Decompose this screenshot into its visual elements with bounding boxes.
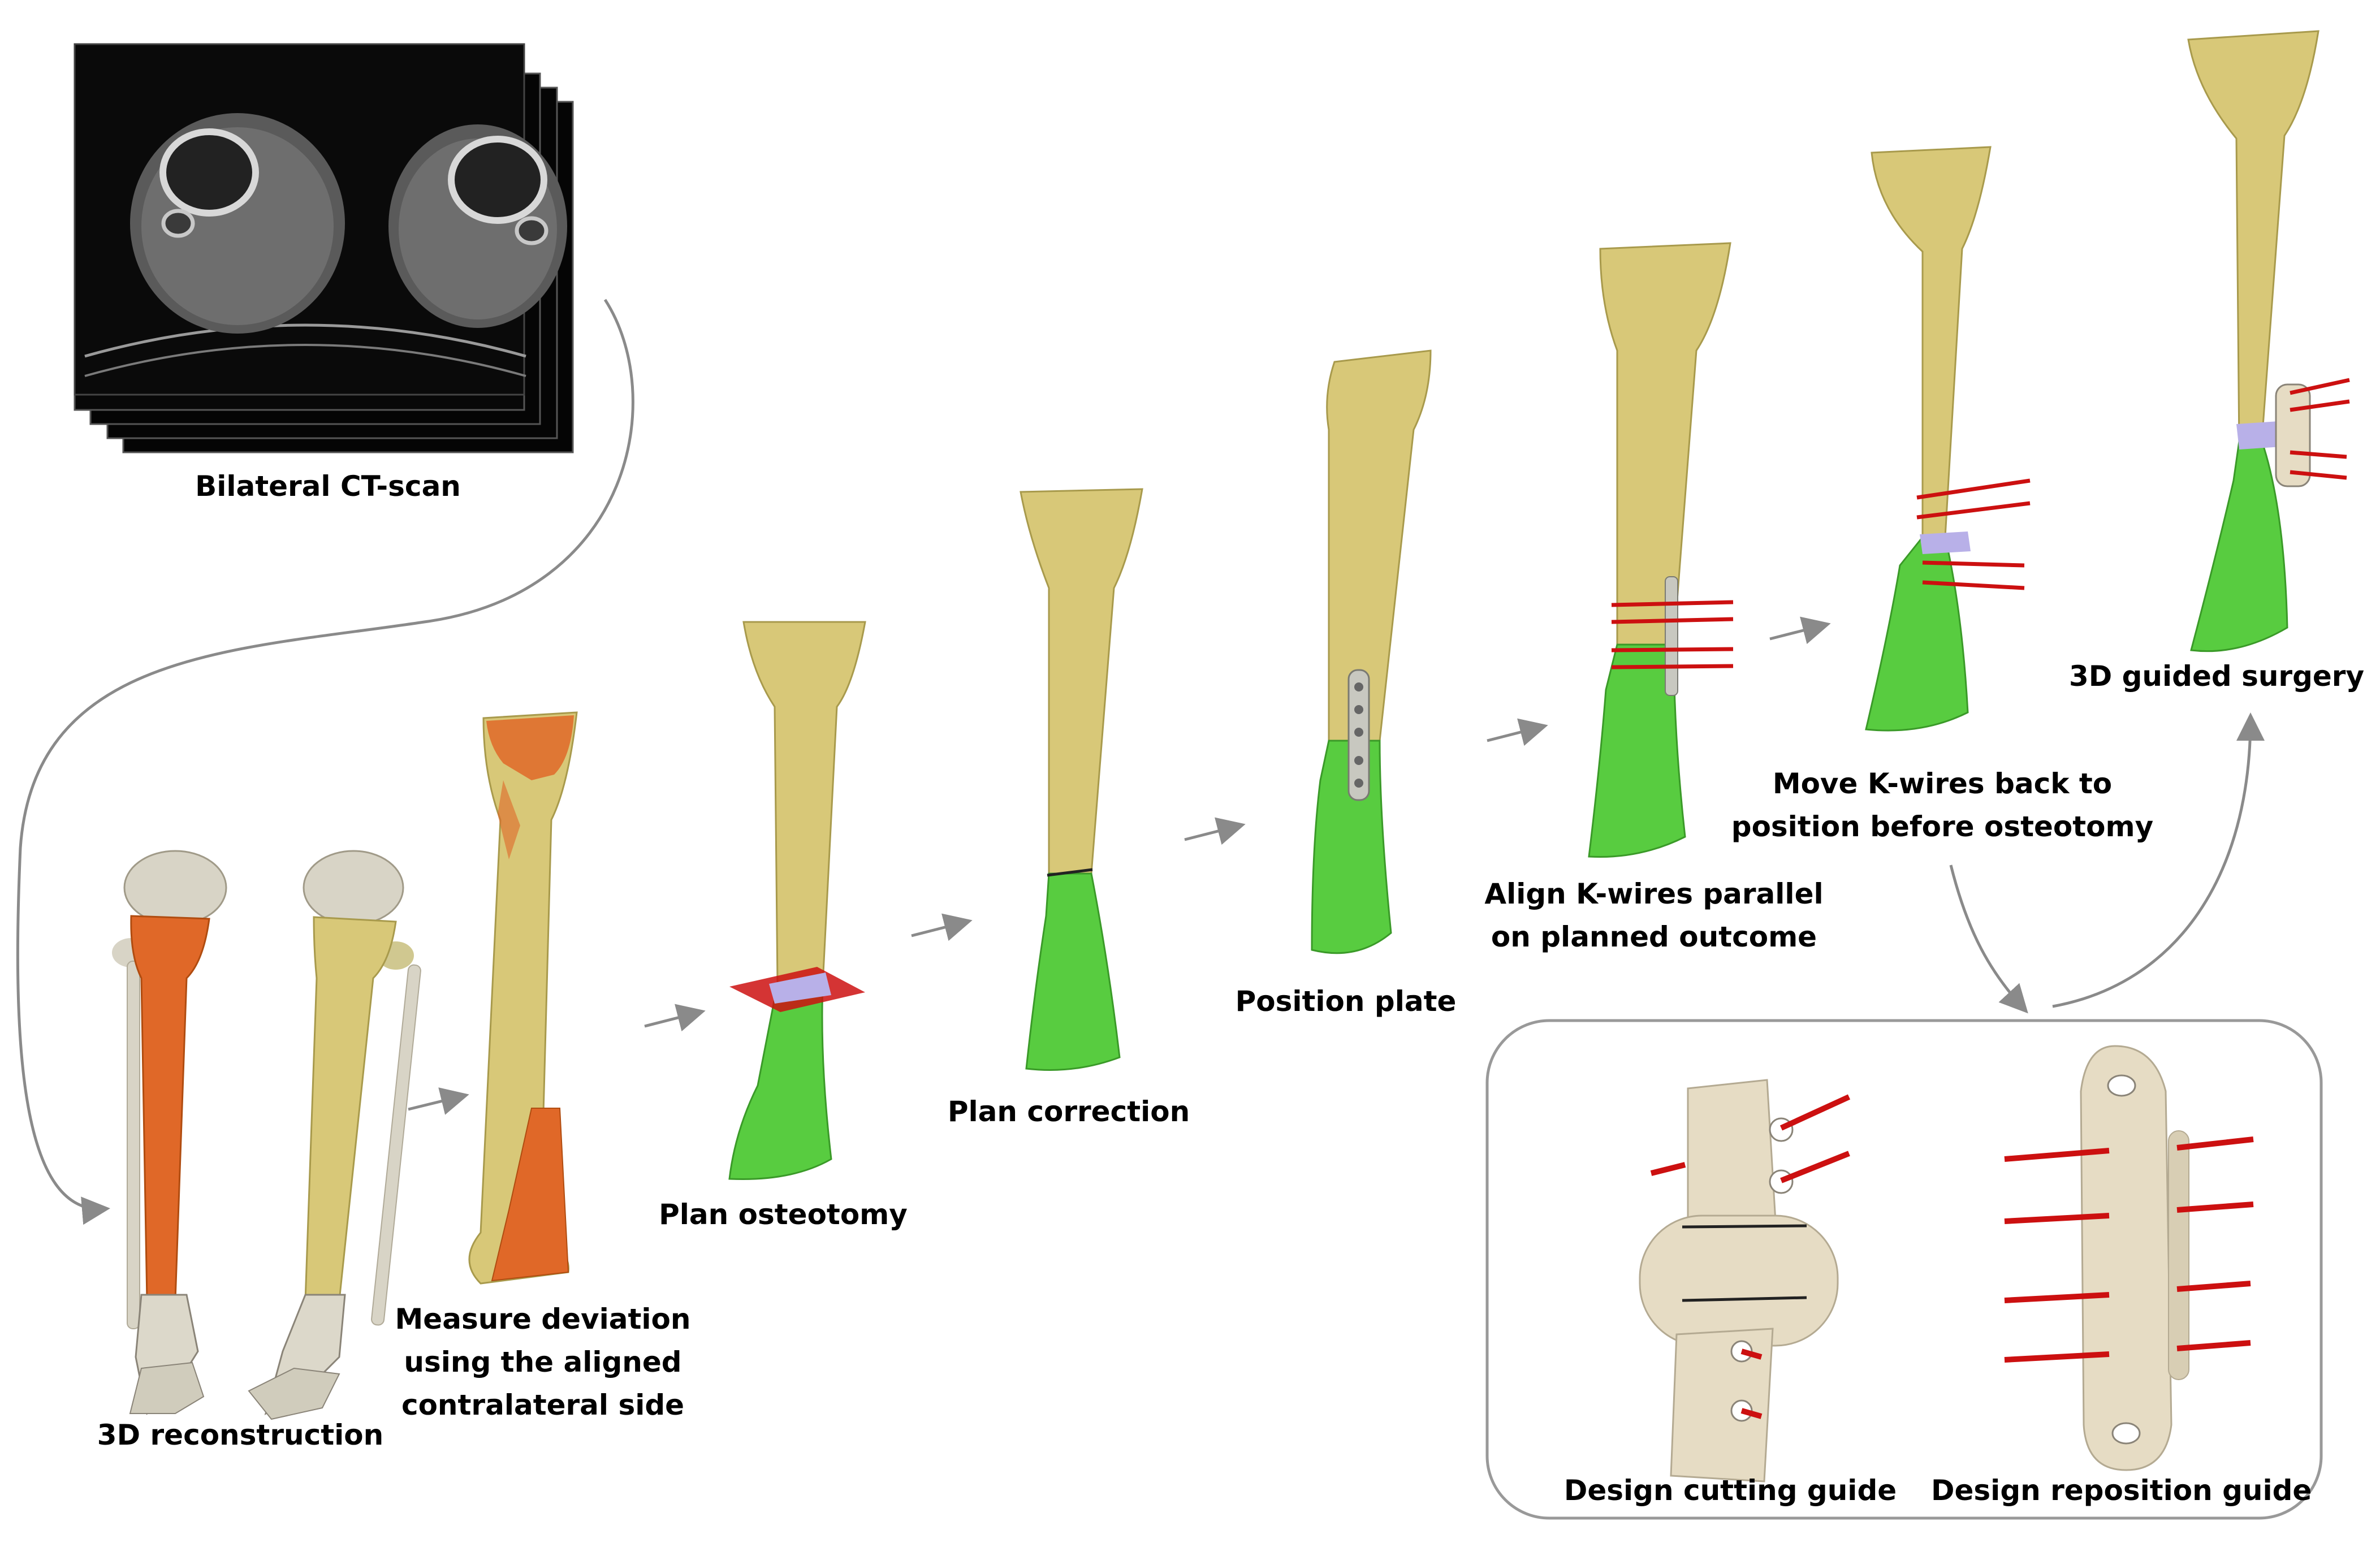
reposition-guide-model — [2004, 1045, 2254, 1471]
correction-model — [1020, 488, 1143, 1071]
measure-model — [468, 711, 578, 1285]
label-osteotomy: Plan osteotomy — [659, 1198, 908, 1231]
label-correction: Plan correction — [947, 1095, 1190, 1128]
move-to-guides-curve — [1949, 865, 2028, 1014]
label-measure-line2: using the aligned — [404, 1346, 682, 1378]
arrow-5 — [1487, 718, 1548, 746]
label-cutting-guide: Design cutting guide — [1563, 1474, 1897, 1507]
align-model — [1588, 242, 1734, 858]
ct-to-reconstruction-curve — [16, 299, 634, 1225]
label-align-line1: Align K-wires parallel — [1484, 878, 1824, 910]
label-measure-line1: Measure deviation — [395, 1303, 691, 1335]
label-move-line2: position before osteotomy — [1731, 810, 2154, 843]
plate-model — [1311, 349, 1432, 954]
label-align: Align K-wires parallel on planned outcom… — [1459, 872, 1849, 958]
k-wires — [1611, 600, 1734, 669]
cutting-guide-model — [1639, 1079, 1851, 1483]
arrow-3 — [911, 913, 973, 941]
osteotomy-model — [728, 621, 866, 1181]
move-model — [1865, 146, 2031, 732]
arrow-6 — [1769, 616, 1831, 645]
arrow-2 — [644, 1004, 706, 1032]
surgery-model — [2187, 30, 2350, 652]
label-surgery: 3D guided surgery — [2068, 660, 2365, 693]
label-ct-scan: Bilateral CT-scan — [195, 470, 461, 503]
arrow-1 — [408, 1087, 469, 1115]
guides-to-surgery-curve — [2052, 712, 2265, 1008]
arrow-4 — [1184, 817, 1246, 845]
label-move-line1: Move K-wires back to — [1772, 767, 2113, 800]
label-align-line2: on planned outcome — [1491, 920, 1817, 953]
label-move: Move K-wires back to position before ost… — [1727, 762, 2157, 848]
flow-arrows — [16, 299, 2265, 1225]
label-reposition-guide: Design reposition guide — [1931, 1474, 2312, 1507]
label-measure: Measure deviation using the aligned cont… — [373, 1298, 712, 1427]
k-wires-moved — [1916, 478, 2031, 590]
guide-design-box — [1485, 1019, 2323, 1520]
label-reconstruction: 3D reconstruction — [97, 1419, 384, 1451]
ct-scan-stack — [74, 43, 574, 453]
reconstruction-model — [112, 850, 421, 1420]
label-measure-line3: contralateral side — [401, 1389, 685, 1421]
label-plate: Position plate — [1235, 985, 1457, 1018]
